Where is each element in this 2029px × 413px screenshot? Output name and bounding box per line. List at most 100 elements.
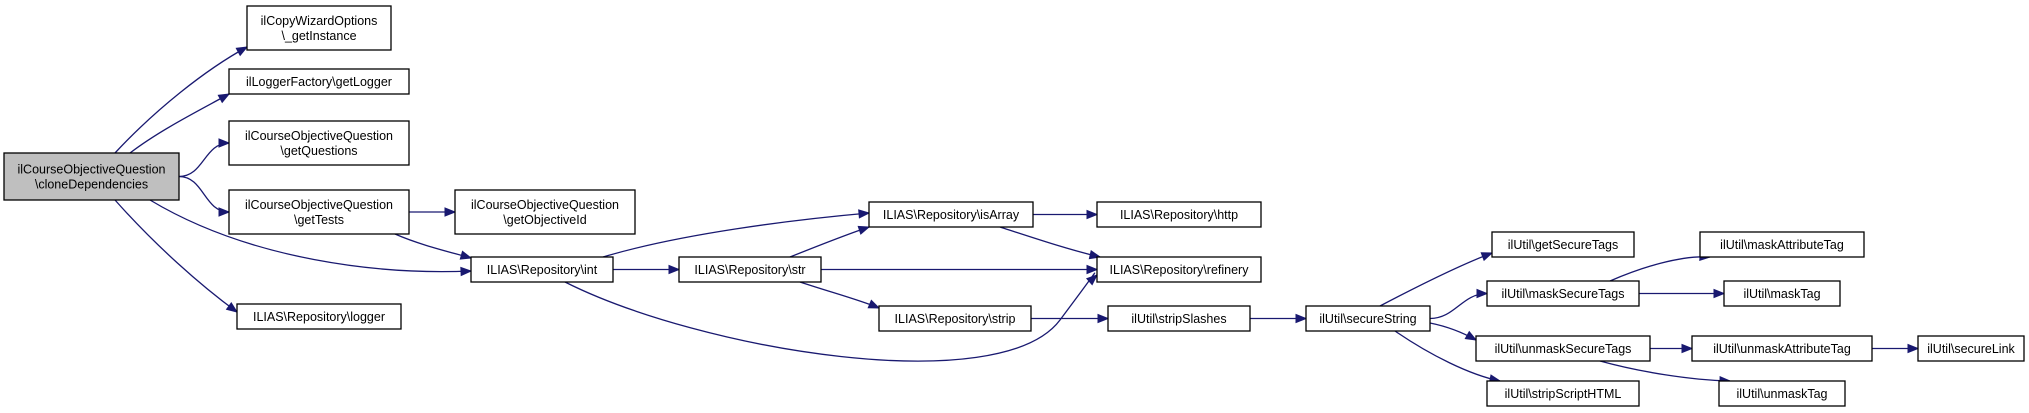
arrowhead-icon xyxy=(218,138,231,148)
node-box xyxy=(678,256,822,283)
node-box xyxy=(1486,280,1640,307)
node-copywiz[interactable]: ilCopyWizardOptions\_getInstance xyxy=(246,5,392,51)
node-replog[interactable]: ILIAS\Repository\logger xyxy=(236,303,402,330)
node-label: ilCourseObjectiveQuestion xyxy=(245,129,393,143)
node-label: ilUtil\secureString xyxy=(1319,312,1416,326)
edge-gett-to-getobj xyxy=(409,207,457,217)
node-unmasksec[interactable]: ilUtil\unmaskSecureTags xyxy=(1475,335,1651,362)
node-box xyxy=(1491,231,1635,258)
edge-line xyxy=(1609,256,1711,282)
node-label: \getTests xyxy=(294,213,344,227)
arrowhead-icon xyxy=(1480,252,1494,262)
node-box xyxy=(3,152,180,201)
edge-str-to-refinery xyxy=(820,264,1099,275)
node-box xyxy=(1917,335,2025,362)
node-strip[interactable]: ILIAS\Repository\strip xyxy=(878,305,1032,332)
arrowhead-icon xyxy=(1086,209,1099,220)
node-label: ILIAS\Repository\int xyxy=(487,263,598,277)
edge-stripsl-to-secstr xyxy=(1250,313,1308,324)
edge-str-to-strip xyxy=(799,281,881,309)
node-isarr[interactable]: ILIAS\Repository\isArray xyxy=(868,201,1034,228)
node-label: ilUtil\maskSecureTags xyxy=(1502,287,1625,301)
arrowhead-icon xyxy=(1085,274,1099,286)
node-unmasktag[interactable]: ilUtil\unmaskTag xyxy=(1718,380,1846,407)
node-unmaskattr[interactable]: ilUtil\unmaskAttributeTag xyxy=(1691,335,1873,362)
node-getsec[interactable]: ilUtil\getSecureTags xyxy=(1491,231,1635,258)
arrowhead-icon xyxy=(444,207,457,217)
node-masktag[interactable]: ilUtil\maskTag xyxy=(1723,280,1841,307)
node-box xyxy=(1723,280,1841,307)
node-stripscript[interactable]: ilUtil\stripScriptHTML xyxy=(1486,380,1640,407)
arrowhead-icon xyxy=(1097,313,1110,324)
node-secstr[interactable]: ilUtil\secureString xyxy=(1305,305,1431,332)
edge-strip-to-stripsl xyxy=(1031,313,1110,324)
edge-root-to-getq xyxy=(178,138,231,178)
arrowhead-icon xyxy=(1713,288,1726,299)
node-label: ilUtil\unmaskSecureTags xyxy=(1495,342,1632,356)
node-str[interactable]: ILIAS\Repository\str xyxy=(678,256,822,283)
edge-int-to-str xyxy=(612,264,681,275)
edge-root-to-copywiz xyxy=(114,46,249,154)
node-box xyxy=(236,303,402,330)
node-label: ILIAS\Repository\str xyxy=(694,263,805,277)
node-root: ilCourseObjectiveQuestion\cloneDependenc… xyxy=(3,152,180,201)
node-label: ilUtil\maskAttributeTag xyxy=(1720,238,1844,252)
node-logfac[interactable]: ilLoggerFactory\getLogger xyxy=(228,68,410,95)
edge-root-to-logfac xyxy=(129,93,231,154)
arrowhead-icon xyxy=(1907,343,1920,354)
edge-int-to-isarr xyxy=(602,209,871,258)
node-box xyxy=(1699,231,1865,258)
node-box xyxy=(228,189,410,235)
node-seclink[interactable]: ilUtil\secureLink xyxy=(1917,335,2025,362)
node-stripsl[interactable]: ilUtil\stripSlashes xyxy=(1107,305,1251,332)
node-box xyxy=(1096,201,1262,228)
node-box xyxy=(1718,380,1846,407)
arrowhead-icon xyxy=(1476,288,1489,299)
node-label: ilUtil\unmaskTag xyxy=(1736,387,1827,401)
node-label: \getQuestions xyxy=(280,144,357,158)
node-label: ilUtil\getSecureTags xyxy=(1508,238,1618,252)
node-box xyxy=(454,189,636,235)
node-box xyxy=(1107,305,1251,332)
node-label: ilCopyWizardOptions xyxy=(261,14,378,28)
node-box xyxy=(868,201,1034,228)
edge-line xyxy=(178,175,230,213)
node-gett[interactable]: ilCourseObjectiveQuestion\getTests xyxy=(228,189,410,235)
node-label: ilCourseObjectiveQuestion xyxy=(245,198,393,212)
edge-line xyxy=(114,199,238,313)
node-refinery[interactable]: ILIAS\Repository\refinery xyxy=(1096,256,1262,283)
edge-line xyxy=(1379,252,1493,307)
edge-root-to-gett xyxy=(178,175,231,217)
node-getobj[interactable]: ilCourseObjectiveQuestion\getObjectiveId xyxy=(454,189,636,235)
arrowhead-icon xyxy=(668,264,681,275)
node-label: ILIAS\Repository\strip xyxy=(895,312,1016,326)
node-label: ilCourseObjectiveQuestion xyxy=(18,163,166,177)
edge-unmaskattr-to-seclink xyxy=(1871,343,1920,354)
edge-secstr-to-getsec xyxy=(1379,252,1494,307)
node-maskattr[interactable]: ilUtil\maskAttributeTag xyxy=(1699,231,1865,258)
edge-line xyxy=(149,199,472,273)
edge-line xyxy=(999,226,1101,258)
node-label: \getObjectiveId xyxy=(503,213,586,227)
arrowhead-icon xyxy=(217,93,231,104)
edge-secstr-to-masksec xyxy=(1429,288,1489,320)
edge-gett-to-int xyxy=(394,233,473,260)
node-http[interactable]: ILIAS\Repository\http xyxy=(1096,201,1262,228)
arrowhead-icon xyxy=(867,299,881,309)
edge-unmasksec-to-unmaskattr xyxy=(1649,343,1694,354)
node-int[interactable]: ILIAS\Repository\int xyxy=(470,256,614,283)
arrowhead-icon xyxy=(857,225,871,235)
arrowhead-icon xyxy=(218,207,231,217)
edge-root-to-int xyxy=(149,199,473,277)
node-box xyxy=(1096,256,1262,283)
node-box xyxy=(1691,335,1873,362)
node-label: ilUtil\unmaskAttributeTag xyxy=(1713,342,1851,356)
node-getq[interactable]: ilCourseObjectiveQuestion\getQuestions xyxy=(228,120,410,166)
node-box xyxy=(1305,305,1431,332)
node-label: ILIAS\Repository\refinery xyxy=(1110,263,1250,277)
node-box xyxy=(228,120,410,166)
arrowhead-icon xyxy=(235,46,249,57)
node-masksec[interactable]: ilUtil\maskSecureTags xyxy=(1486,280,1640,307)
node-label: ilLoggerFactory\getLogger xyxy=(246,75,392,89)
arrowhead-icon xyxy=(459,250,473,260)
